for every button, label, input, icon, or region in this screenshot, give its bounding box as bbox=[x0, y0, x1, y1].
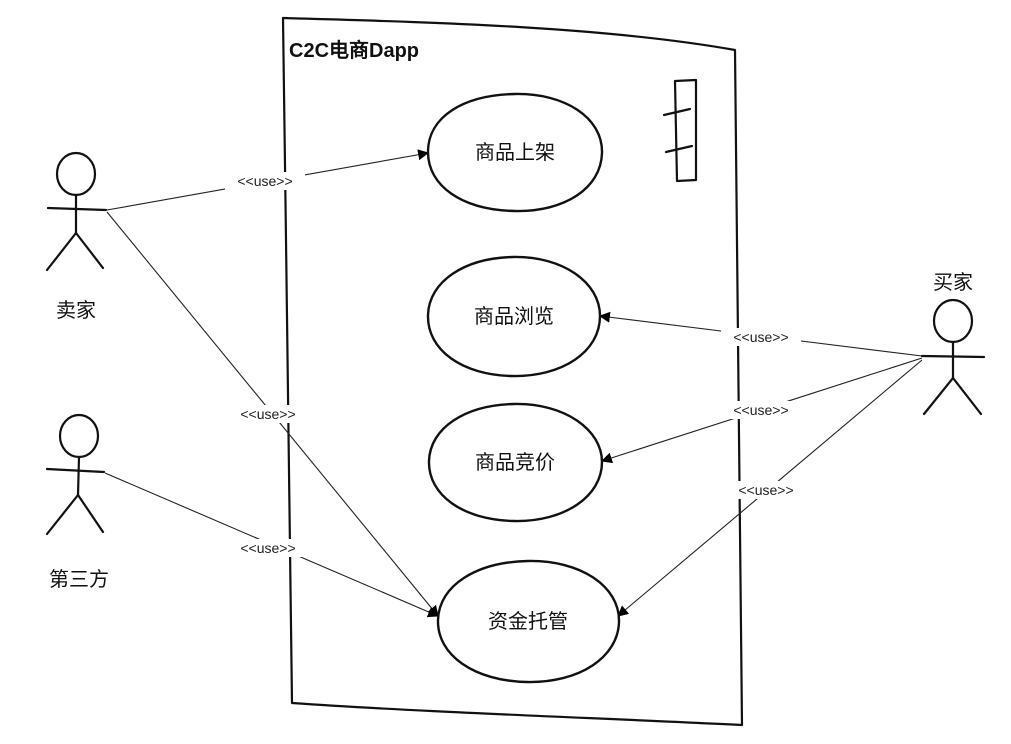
use-case-label: 资金托管 bbox=[488, 609, 568, 633]
relation-labels: <<use>> <<use>> <<use>> <<use>> <<use>> … bbox=[225, 172, 806, 557]
edge-label-seller-escrow: <<use>> bbox=[240, 406, 295, 422]
actor-label: 卖家 bbox=[56, 298, 96, 322]
edge-label-third-escrow: <<use>> bbox=[240, 540, 295, 556]
relations bbox=[104, 149, 923, 618]
stick-figure-icon bbox=[920, 298, 986, 416]
edge-label-buyer-escrow: <<use>> bbox=[738, 482, 793, 498]
use-case-bid-product[interactable]: 商品竞价 bbox=[427, 402, 604, 523]
actor-buyer[interactable]: 买家 bbox=[920, 270, 986, 416]
system-title: C2C电商Dapp bbox=[289, 38, 419, 62]
use-case-escrow[interactable]: 资金托管 bbox=[436, 559, 621, 684]
stick-figure-icon bbox=[45, 151, 108, 272]
use-case-browse-products[interactable]: 商品浏览 bbox=[426, 255, 602, 378]
stick-figure-icon bbox=[45, 413, 106, 536]
actor-third-party[interactable]: 第三方 bbox=[45, 413, 109, 591]
component-icon bbox=[662, 78, 698, 183]
use-case-label: 商品上架 bbox=[475, 140, 555, 164]
edge-label-seller-list: <<use>> bbox=[237, 173, 292, 189]
use-case-label: 商品竞价 bbox=[475, 450, 555, 474]
use-case-label: 商品浏览 bbox=[474, 304, 554, 328]
actor-label: 买家 bbox=[933, 270, 973, 294]
edge-label-buyer-browse: <<use>> bbox=[733, 329, 788, 345]
actor-label: 第三方 bbox=[49, 567, 109, 591]
use-case-list-product[interactable]: 商品上架 bbox=[426, 92, 604, 213]
system-boundary: C2C电商Dapp bbox=[281, 16, 744, 727]
edge-label-buyer-bid: <<use>> bbox=[733, 402, 788, 418]
actor-seller[interactable]: 卖家 bbox=[45, 151, 108, 322]
